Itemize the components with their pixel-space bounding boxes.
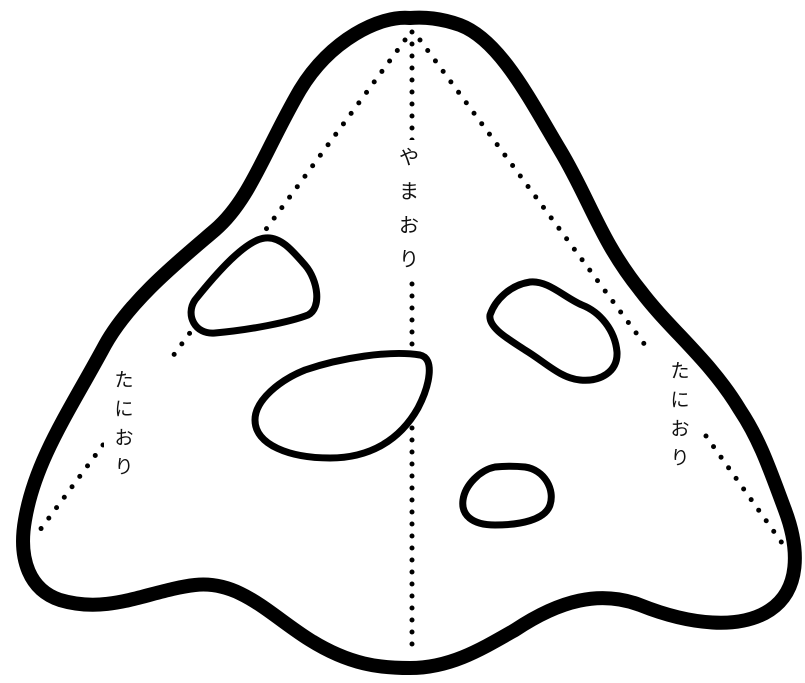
label-char: お <box>114 429 133 448</box>
label-char: お <box>399 215 419 235</box>
label-char: り <box>114 458 133 477</box>
hole-bottom <box>463 466 552 525</box>
label-char: に <box>670 391 689 410</box>
label-char: り <box>399 249 419 269</box>
valley-fold-label-right: たにおり <box>660 357 700 473</box>
mountain-fold-label: やまおり <box>399 140 419 276</box>
label-char: や <box>399 147 419 167</box>
outer-outline <box>23 18 795 668</box>
label-char: ま <box>399 181 419 201</box>
label-char: に <box>114 400 133 419</box>
label-char: た <box>670 362 689 381</box>
valley-fold-label-left: たにおり <box>104 366 144 482</box>
label-char: お <box>670 420 689 439</box>
label-char: た <box>114 371 133 390</box>
label-char: り <box>670 449 689 468</box>
